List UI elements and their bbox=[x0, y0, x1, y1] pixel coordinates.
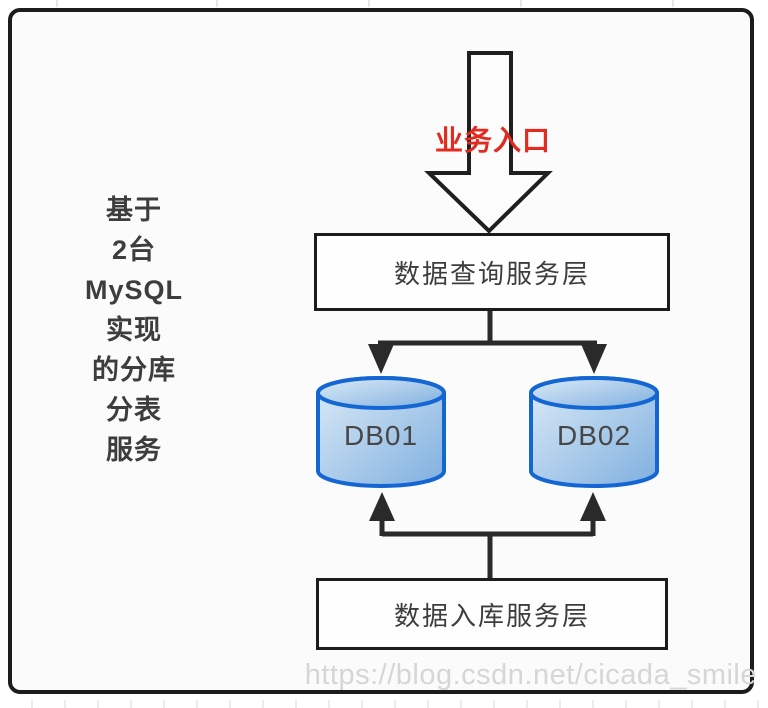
sharding-caption: 基于 2台 MySQL 实现 的分库 分表 服务 bbox=[55, 190, 213, 470]
ingest-layer-box: 数据入库服务层 bbox=[316, 578, 668, 650]
caption-line: 服务 bbox=[106, 435, 162, 465]
connector-query-to-dbs bbox=[368, 311, 607, 374]
db02-cylinder-icon bbox=[529, 376, 659, 488]
caption-line: 分表 bbox=[106, 395, 162, 425]
caption-line: 基于 bbox=[106, 195, 162, 225]
entry-arrow-icon bbox=[424, 51, 553, 234]
caption-line: 的分库 bbox=[92, 355, 176, 385]
caption-line: 实现 bbox=[106, 315, 162, 345]
db01-cylinder-icon bbox=[316, 376, 446, 488]
caption-line: MySQL bbox=[84, 275, 183, 305]
db02-label: DB02 bbox=[556, 420, 632, 451]
watermark: https://blog.csdn.net/cicada_smile bbox=[304, 659, 757, 691]
caption-line: 2台 bbox=[111, 235, 157, 265]
connector-ingest-to-dbs bbox=[369, 492, 606, 578]
entry-label: 业务入口 bbox=[434, 125, 551, 156]
query-layer-box: 数据查询服务层 bbox=[314, 233, 670, 311]
db01-label: DB01 bbox=[343, 420, 419, 451]
